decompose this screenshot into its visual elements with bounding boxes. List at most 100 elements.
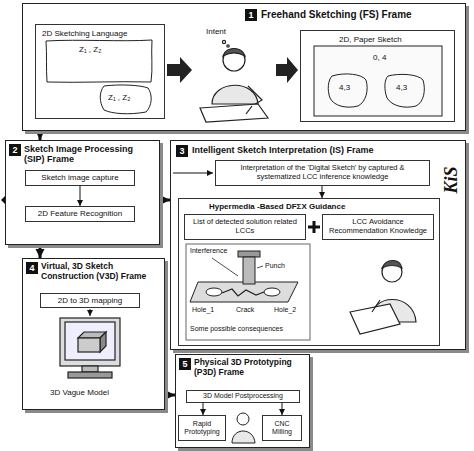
monitor-illustration: [60, 318, 120, 366]
node-text: Sketch Image Processing (SIP) Frame: [24, 144, 156, 164]
paper-sketch: [314, 46, 442, 116]
operator-figure: [237, 413, 249, 425]
plus-symbol: [313, 221, 316, 233]
designer-figure: [200, 40, 268, 122]
node-text: 2D, Paper Sketch: [339, 35, 449, 44]
flow-arrow: [322, 186, 323, 198]
flow-arrow: [203, 403, 204, 415]
monitor-illustration: [90, 309, 91, 316]
annotation: Intent: [206, 27, 226, 36]
node-text: List of detected solution related LCCs: [187, 218, 303, 235]
process-box: Interpretation of the 'Digital Sketch' b…: [215, 160, 430, 186]
node-text: LCC Avoidance Recommendation Knowledge: [325, 218, 431, 235]
process-box: Rapid Prototyping: [178, 415, 226, 441]
process-box: 2D to 3D mapping: [40, 293, 140, 308]
interference-illustration: [238, 251, 260, 257]
paper-sketch: [385, 74, 424, 107]
node-text: Z₁ , Z₂: [79, 45, 101, 54]
node-text: Sketch image capture: [41, 173, 118, 182]
interference-illustration: [186, 244, 310, 340]
frame-panel: 3Intelligent Sketch Interpretation (IS) …: [170, 140, 466, 350]
part-label: Punch: [265, 262, 285, 270]
designer-figure: [223, 49, 245, 71]
block-arrow: [276, 57, 298, 83]
interference-illustration: [257, 266, 263, 268]
designer-figure: [212, 85, 258, 104]
interference-illustration: [212, 258, 238, 276]
monitor-illustration: [78, 338, 100, 352]
designer-figure: [227, 45, 229, 47]
callout-number: 3: [176, 145, 188, 157]
node-text: 2D Feature Recognition: [38, 209, 123, 218]
designer-figure: [248, 86, 262, 106]
node-text: Rapid Prototyping: [181, 420, 223, 436]
sketch-box: 2D Sketching Language Z₁ , Z₂ Z₁ , Z₂: [35, 24, 165, 119]
callout-number: 5: [179, 358, 191, 370]
interference-illustration: [190, 282, 298, 302]
process-box: 3D Model Postprocessing: [186, 390, 300, 403]
reviewer-figure: [372, 300, 380, 312]
node-text: 2D Sketching Language: [42, 29, 160, 38]
paper-sketch: [328, 74, 367, 107]
frame-panel: 5Physical 3D Prototyping (P3D) Frame 3D M…: [175, 354, 310, 448]
figure-label: 3D Vague Model: [50, 388, 109, 397]
process-box: List of detected solution related LCCs: [184, 214, 306, 240]
callout-number: 1: [245, 9, 257, 21]
interference-illustration: [222, 289, 264, 296]
process-box: LCC Avoidance Recommendation Knowledge: [322, 214, 434, 240]
guidance-panel: Hypermedia -Based DFΣX GuidanceList of d…: [178, 198, 440, 346]
node-text: 0, 4: [373, 53, 386, 62]
monitor-illustration: [82, 366, 98, 372]
node-text: CNC Milling: [265, 420, 299, 436]
part-label: Hole_2: [274, 306, 296, 314]
node-text: 4,3: [339, 83, 350, 92]
leader-arrow: [173, 173, 213, 174]
sketch-box: 2D, Paper Sketch 0, 4 4,3 4,3: [300, 30, 455, 122]
flow-arrow: [39, 245, 42, 258]
plus-symbol: [308, 221, 320, 233]
designer-figure: [200, 104, 268, 122]
frame-panel: 4Virtual, 3D Sketch Construction (V3D) F…: [22, 258, 165, 410]
monitor-illustration: [68, 372, 112, 378]
operator-figure: [232, 413, 255, 443]
logo-text: KiS: [441, 166, 461, 193]
callout-number: 4: [26, 262, 38, 274]
designer-figure: [246, 106, 252, 114]
flow-arrow: [160, 199, 170, 202]
node-text: 4,3: [396, 83, 407, 92]
node-text: Z₁ , Z₂: [108, 93, 130, 102]
reviewer-figure: [350, 261, 416, 335]
callout-number: 2: [9, 144, 21, 156]
flow-arrow: [80, 186, 81, 206]
reviewer-figure: [382, 261, 402, 269]
part-label: Hole_1: [192, 306, 214, 314]
flow-arrow: [282, 403, 283, 415]
interference-illustration: [243, 257, 255, 284]
node-text: 3D Model Postprocessing: [203, 392, 283, 400]
designer-figure: [223, 49, 245, 57]
frame-panel: 1 Freehand Sketching (FS) Frame 2D Sketchi…: [22, 3, 466, 131]
frame-panel: 2Sketch Image Processing (SIP) FrameSket…: [5, 140, 160, 245]
flow-arrow: [39, 131, 42, 140]
interference-illustration: [186, 244, 310, 340]
process-box: CNC Milling: [262, 415, 302, 441]
freehand-sketch: [46, 40, 152, 114]
node-text: Physical 3D Prototyping (P3D) Frame: [194, 357, 306, 377]
node-text: Virtual, 3D Sketch Construction (V3D) Fr…: [41, 261, 163, 281]
freehand-sketch: [100, 85, 151, 114]
monitor-illustration: [100, 332, 106, 352]
caption-text: Some possible consequences: [190, 325, 283, 333]
node-text: 2D to 3D mapping: [58, 296, 122, 305]
process-box: Sketch image capture: [25, 170, 135, 186]
flow-arrow: [165, 394, 175, 397]
designer-figure: [222, 40, 225, 43]
node-text: Freehand Sketching (FS) Frame: [261, 9, 461, 21]
monitor-illustration: [65, 322, 115, 360]
part-label: Interference: [190, 247, 227, 255]
paper-sketch: [314, 46, 442, 116]
block-arrow: [167, 57, 192, 83]
interference-illustration: [206, 288, 222, 296]
node-text: Interpretation of the 'Digital Sketch' b…: [218, 164, 427, 181]
operator-figure: [232, 431, 255, 443]
